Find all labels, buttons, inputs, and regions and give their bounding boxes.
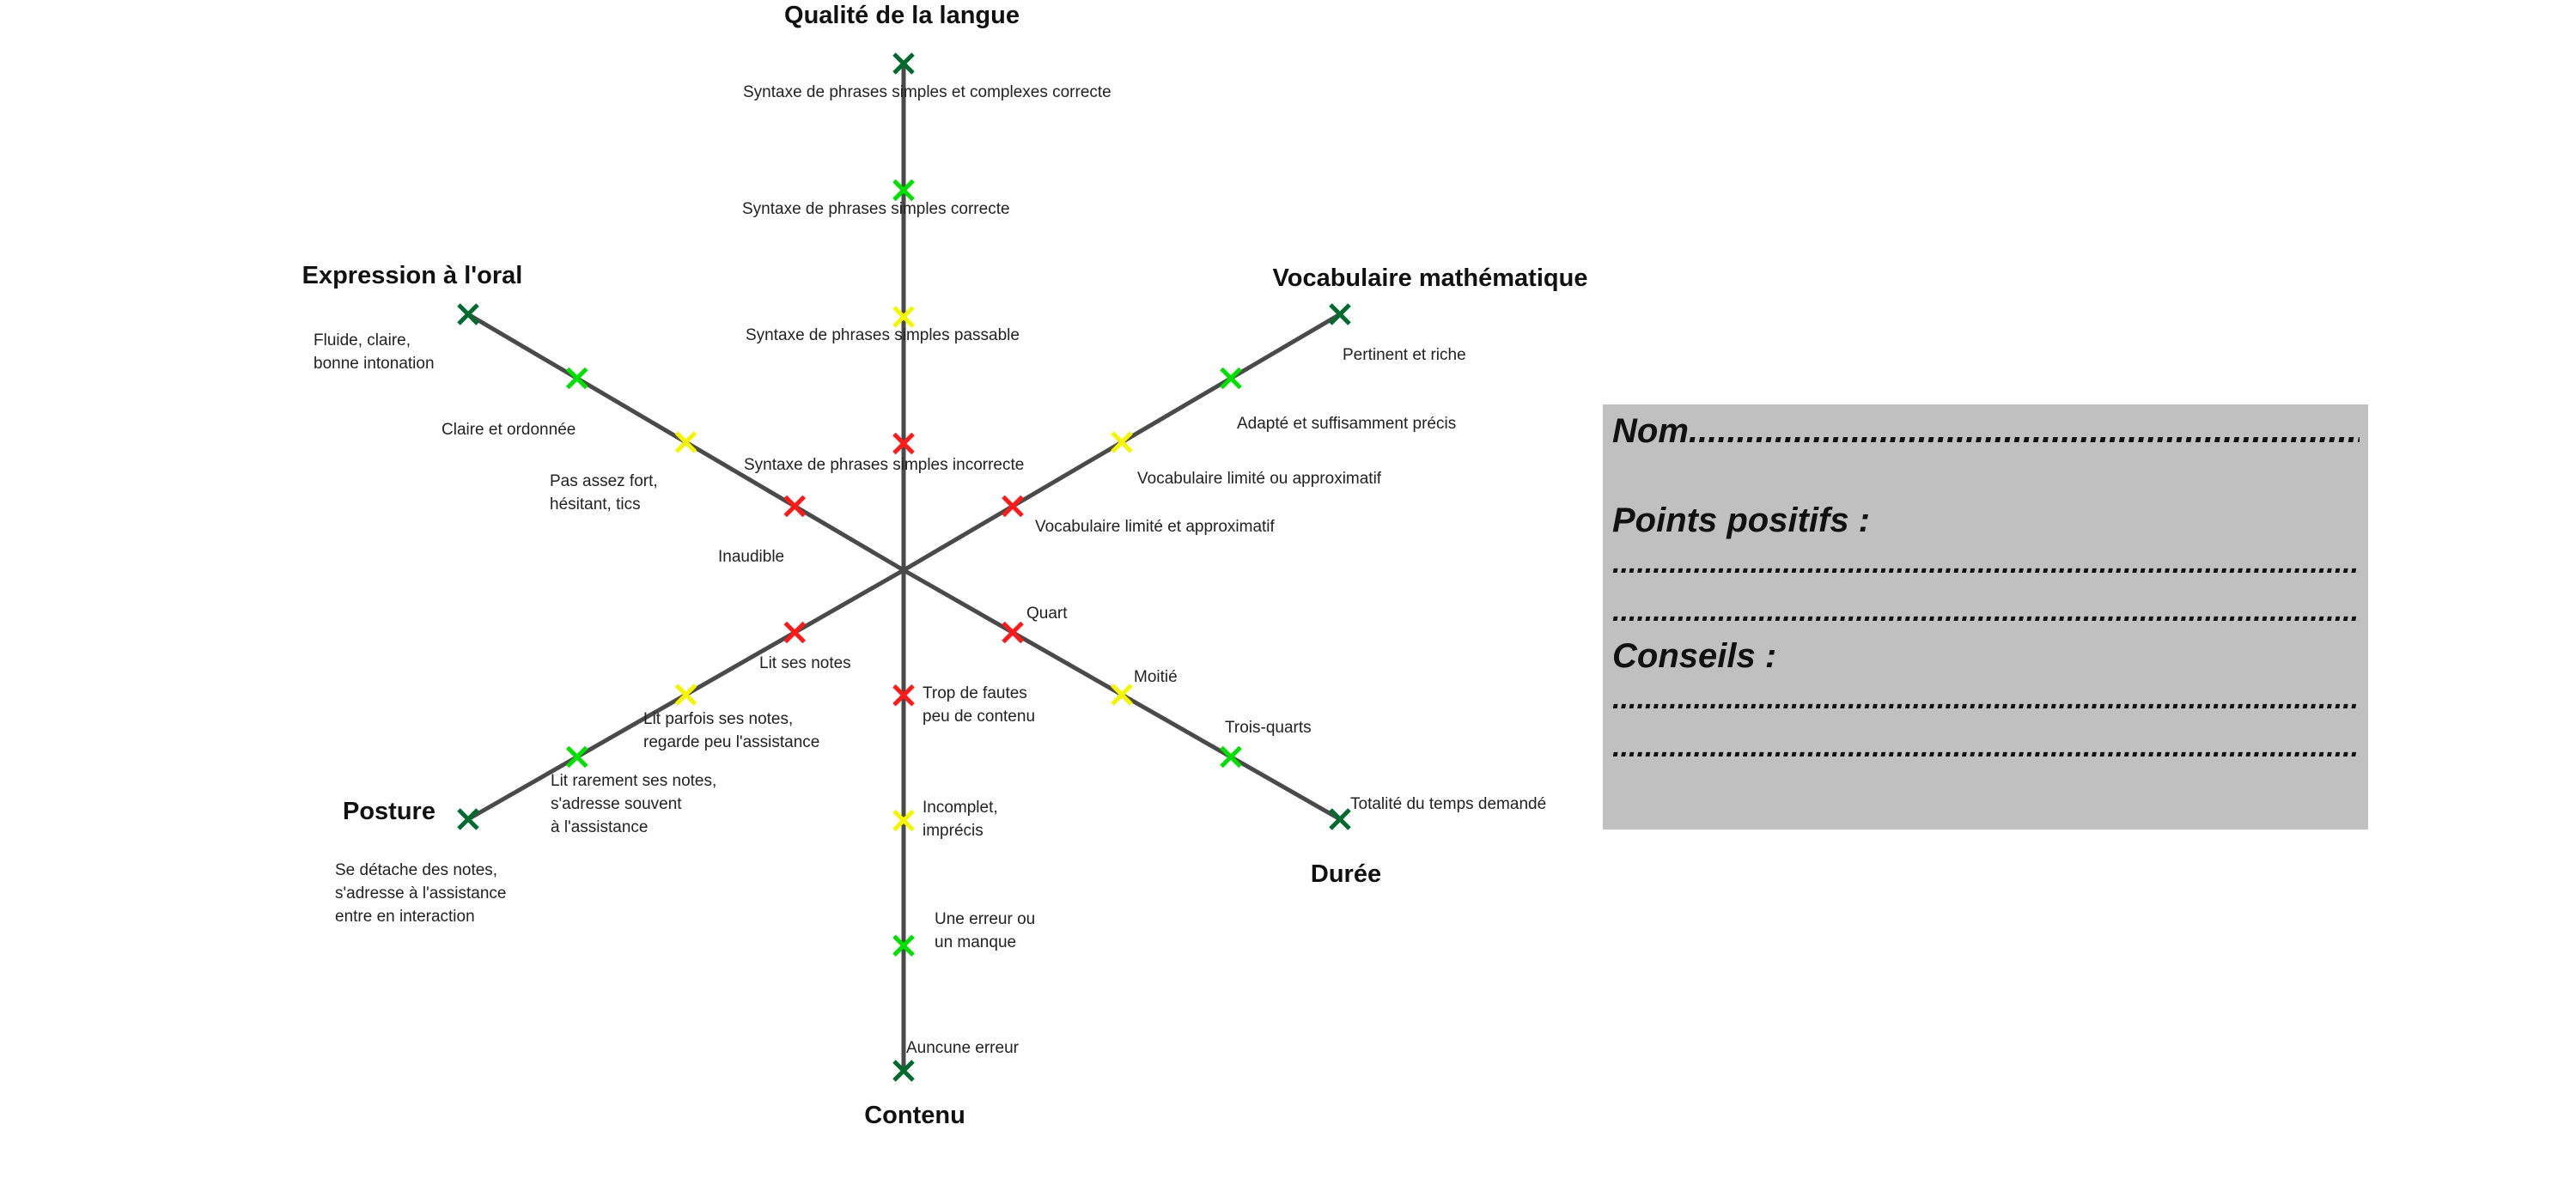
level-label-contenu-3: Incomplet,imprécis <box>923 799 998 840</box>
conseils-line[interactable]: ........................................… <box>1612 683 2360 715</box>
level-label-vocabulaire-mathematique-1: Pertinent et riche <box>1343 346 1466 364</box>
level-mark-qualite-de-la-langue-3[interactable] <box>892 306 915 328</box>
points-positifs-heading: Points positifs : <box>1612 501 1870 539</box>
level-mark-qualite-de-la-langue-2[interactable] <box>892 179 915 202</box>
level-label-vocabulaire-mathematique-4: Vocabulaire limité et approximatif <box>1035 518 1276 536</box>
points-positifs-line[interactable]: ........................................… <box>1612 595 2360 628</box>
level-label-posture-2: Lit rarement ses notes,s'adresse souvent… <box>551 772 716 836</box>
level-mark-expression-a-l-oral-3[interactable] <box>674 431 697 453</box>
level-mark-contenu-1[interactable] <box>892 1060 915 1082</box>
axis-title-posture: Posture <box>343 798 435 825</box>
level-mark-vocabulaire-mathematique-3[interactable] <box>1111 431 1133 453</box>
conseils-heading: Conseils : <box>1612 637 1777 675</box>
level-label-posture-4: Lit ses notes <box>759 654 851 672</box>
level-mark-duree-2[interactable] <box>1220 745 1242 769</box>
level-label-posture-1: Se détache des notes,s'adresse à l'assis… <box>335 861 506 926</box>
points-positifs-line[interactable]: ........................................… <box>1612 547 2360 580</box>
level-mark-posture-4[interactable] <box>783 621 807 644</box>
nom-field[interactable]: Nom.....................................… <box>1612 412 2360 450</box>
level-label-posture-3: Lit parfois ses notes,regarde peu l'assi… <box>643 710 819 751</box>
axis-title-vocabulaire-mathematique: Vocabulaire mathématique <box>1273 264 1588 292</box>
level-label-expression-a-l-oral-3: Pas assez fort,hésitant, tics <box>550 472 658 514</box>
level-mark-qualite-de-la-langue-1[interactable] <box>892 52 915 75</box>
level-label-vocabulaire-mathematique-2: Adapté et suffisamment précis <box>1237 415 1456 433</box>
conseils-line[interactable]: ........................................… <box>1612 731 2360 763</box>
level-mark-duree-3[interactable] <box>1111 684 1133 706</box>
level-mark-duree-4[interactable] <box>1002 621 1024 644</box>
level-mark-vocabulaire-mathematique-1[interactable] <box>1329 303 1351 325</box>
level-mark-posture-1[interactable] <box>457 808 479 830</box>
level-label-expression-a-l-oral-2: Claire et ordonnée <box>442 421 575 439</box>
level-mark-expression-a-l-oral-2[interactable] <box>565 367 588 390</box>
level-label-expression-a-l-oral-1: Fluide, claire,bonne intonation <box>314 331 435 373</box>
level-label-vocabulaire-mathematique-3: Vocabulaire limité ou approximatif <box>1137 470 1382 488</box>
level-mark-qualite-de-la-langue-4[interactable] <box>892 432 915 455</box>
level-label-duree-1: Totalité du temps demandé <box>1350 795 1546 813</box>
level-label-qualite-de-la-langue-3: Syntaxe de phrases simples passable <box>746 326 1020 344</box>
level-label-qualite-de-la-langue-2: Syntaxe de phrases simples correcte <box>742 200 1010 218</box>
level-label-duree-2: Trois-quarts <box>1225 719 1312 737</box>
level-mark-contenu-3[interactable] <box>892 809 915 832</box>
level-mark-duree-1[interactable] <box>1329 808 1351 830</box>
axis-title-contenu: Contenu <box>864 1102 965 1129</box>
level-mark-contenu-4[interactable] <box>892 684 915 707</box>
axis-title-duree: Durée <box>1311 860 1381 888</box>
level-label-expression-a-l-oral-4: Inaudible <box>718 548 784 566</box>
level-label-qualite-de-la-langue-1: Syntaxe de phrases simples et complexes … <box>743 83 1111 101</box>
level-label-duree-3: Moitié <box>1134 668 1178 686</box>
level-mark-vocabulaire-mathematique-2[interactable] <box>1220 367 1242 390</box>
axis-title-qualite-de-la-langue: Qualité de la langue <box>784 2 1020 29</box>
level-mark-expression-a-l-oral-4[interactable] <box>783 495 807 518</box>
level-mark-posture-2[interactable] <box>565 745 588 769</box>
axis-title-expression-a-l-oral: Expression à l'oral <box>302 262 523 289</box>
level-label-duree-4: Quart <box>1026 605 1068 623</box>
level-mark-contenu-2[interactable] <box>892 934 915 957</box>
level-label-qualite-de-la-langue-4: Syntaxe de phrases simples incorrecte <box>744 456 1024 474</box>
level-label-contenu-1: Auncune erreur <box>906 1039 1020 1057</box>
level-mark-expression-a-l-oral-1[interactable] <box>457 303 479 325</box>
level-mark-vocabulaire-mathematique-4[interactable] <box>1002 495 1024 518</box>
level-mark-posture-3[interactable] <box>674 684 697 706</box>
evaluation-form: Nom.....................................… <box>1603 404 2368 830</box>
